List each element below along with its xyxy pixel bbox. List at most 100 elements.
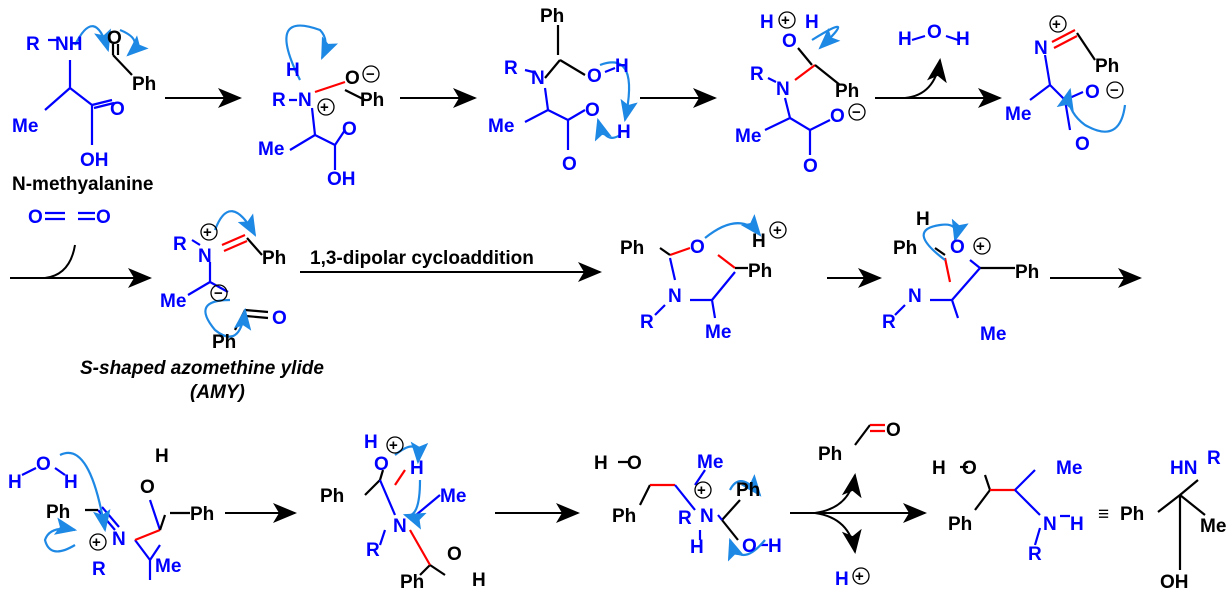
structure-protonated-oxazolidine: H Ph O + Ph N R Me bbox=[882, 209, 1039, 345]
structure-product-amino-alcohol: H O Ph Me N H R ≡ Ph HN R OH Me bbox=[932, 448, 1226, 593]
atom-o: O bbox=[830, 106, 845, 127]
atom-me: Me bbox=[155, 556, 181, 577]
atom-ph: Ph bbox=[736, 480, 760, 501]
atom-ph: Ph bbox=[818, 444, 842, 465]
proton-h: H bbox=[752, 231, 766, 252]
negative-charge: − bbox=[366, 66, 375, 83]
atom-n: N bbox=[700, 506, 714, 527]
atom-n: N bbox=[1043, 514, 1057, 535]
atom-n: N bbox=[668, 286, 682, 307]
atom-me: Me bbox=[488, 116, 514, 137]
positive-charge: + bbox=[389, 437, 398, 454]
atom-h: H bbox=[1070, 514, 1084, 535]
positive-charge: + bbox=[203, 224, 212, 241]
atom-o: O bbox=[803, 156, 818, 177]
carbon-dioxide: O O bbox=[28, 207, 111, 228]
atom-r: R bbox=[504, 58, 518, 79]
atom-me: Me bbox=[12, 116, 38, 137]
atom-h: H bbox=[155, 446, 169, 467]
atom-r: R bbox=[640, 312, 654, 333]
atom-me: Me bbox=[1056, 458, 1082, 479]
positive-charge: + bbox=[781, 12, 790, 29]
structure-n-methylalanine: R NH O Ph Me O OH N-methyalanine bbox=[12, 25, 156, 195]
atom-o: O bbox=[374, 454, 389, 475]
atom-h: H bbox=[690, 537, 704, 558]
atom-n: N bbox=[908, 286, 922, 307]
atom-o: O bbox=[587, 66, 602, 87]
water-release-arrow bbox=[904, 58, 947, 99]
atom-o: O bbox=[627, 453, 642, 474]
atom-me: Me bbox=[980, 324, 1006, 345]
atom-h: H bbox=[805, 12, 819, 33]
atom-r: R bbox=[1028, 544, 1042, 565]
positive-charge: + bbox=[92, 534, 101, 551]
atom-n: N bbox=[776, 79, 790, 100]
positive-charge: + bbox=[320, 99, 329, 116]
atom-o: O bbox=[782, 31, 797, 52]
atom-hn: HN bbox=[1170, 458, 1197, 479]
structure-oxazolidine: Ph O Ph N R Me H + bbox=[620, 214, 787, 343]
compound-abbreviation-label: (AMY) bbox=[190, 382, 245, 403]
atom-o: O bbox=[342, 119, 357, 140]
negative-charge: − bbox=[852, 104, 861, 121]
proton-release-arrow bbox=[814, 512, 862, 554]
structure-ammonium-hemiaminal: H O Ph Me + N R H Ph O H bbox=[594, 452, 782, 562]
atom-o: O bbox=[1075, 134, 1090, 155]
atom-nh: NH bbox=[55, 34, 82, 55]
atom-o: O bbox=[742, 536, 757, 557]
atom-r: R bbox=[272, 90, 286, 111]
atom-r: R bbox=[26, 34, 40, 55]
atom-ph: Ph bbox=[212, 332, 236, 353]
atom-o: O bbox=[96, 207, 111, 228]
atom-h: H bbox=[615, 56, 629, 77]
atom-o: O bbox=[28, 207, 43, 228]
atom-n: N bbox=[298, 90, 312, 111]
atom-o: O bbox=[140, 477, 155, 498]
atom-r: R bbox=[882, 312, 896, 333]
atom-ph: Ph bbox=[132, 74, 156, 95]
atom-ph: Ph bbox=[1120, 504, 1144, 525]
atom-ph: Ph bbox=[262, 248, 286, 269]
positive-charge: + bbox=[976, 238, 985, 255]
atom-h: H bbox=[8, 472, 22, 493]
atom-o: O bbox=[36, 454, 51, 475]
proton-h: H bbox=[835, 569, 849, 590]
compound-name-label: S-shaped azomethine ylide bbox=[80, 358, 324, 379]
atom-r: R bbox=[1207, 448, 1221, 469]
compound-name-label: N-methyalanine bbox=[12, 174, 153, 195]
atom-me: Me bbox=[735, 126, 761, 147]
atom-oh: OH bbox=[1160, 572, 1189, 593]
structure-intermediate-3: Ph R N O H Me O O H bbox=[488, 6, 638, 175]
negative-charge: − bbox=[1110, 82, 1119, 99]
water-molecule: H O H bbox=[898, 22, 970, 50]
atom-o: O bbox=[690, 237, 705, 258]
atom-me: Me bbox=[697, 452, 723, 473]
positive-charge: + bbox=[1052, 16, 1061, 33]
atom-r: R bbox=[173, 234, 187, 255]
aldehyde-release-arrow bbox=[814, 473, 862, 514]
atom-o: O bbox=[927, 22, 942, 43]
atom-r: R bbox=[750, 64, 764, 85]
atom-r: R bbox=[92, 559, 106, 580]
atom-ph: Ph bbox=[46, 502, 70, 523]
atom-me: Me bbox=[1005, 104, 1031, 125]
atom-ph: Ph bbox=[540, 6, 564, 27]
structure-iminium-hydration: H O H Ph N + R O H Ph Me bbox=[8, 446, 214, 580]
atom-o: O bbox=[962, 458, 977, 479]
atom-o: O bbox=[272, 308, 287, 329]
atom-ph: Ph bbox=[1015, 262, 1039, 283]
atom-ph: Ph bbox=[320, 486, 344, 507]
atom-ph: Ph bbox=[190, 504, 214, 525]
atom-r: R bbox=[366, 540, 380, 561]
atom-n: N bbox=[112, 529, 126, 550]
byproducts: Ph O H + bbox=[818, 420, 901, 590]
atom-ph: Ph bbox=[948, 514, 972, 535]
structure-iminium: N + Ph Me O O − bbox=[1005, 15, 1127, 155]
atom-o: O bbox=[107, 28, 122, 49]
atom-o: O bbox=[447, 544, 462, 565]
atom-ph: Ph bbox=[612, 506, 636, 527]
atom-oh: OH bbox=[80, 150, 109, 171]
atom-ph: Ph bbox=[835, 81, 859, 102]
atom-h: H bbox=[364, 432, 378, 453]
